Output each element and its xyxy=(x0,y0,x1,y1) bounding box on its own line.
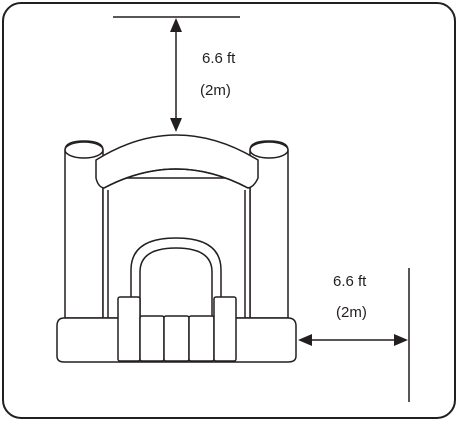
top-measure-metric-label: (2m) xyxy=(200,82,231,99)
top-measure-label: 6.6 ft xyxy=(202,50,236,67)
side-measure-metric-label: (2m) xyxy=(336,304,367,321)
bounce-house-icon xyxy=(56,134,297,363)
side-clearance-arrow xyxy=(298,334,408,346)
side-measure-label: 6.6 ft xyxy=(333,273,367,290)
top-clearance-arrow xyxy=(170,18,182,132)
